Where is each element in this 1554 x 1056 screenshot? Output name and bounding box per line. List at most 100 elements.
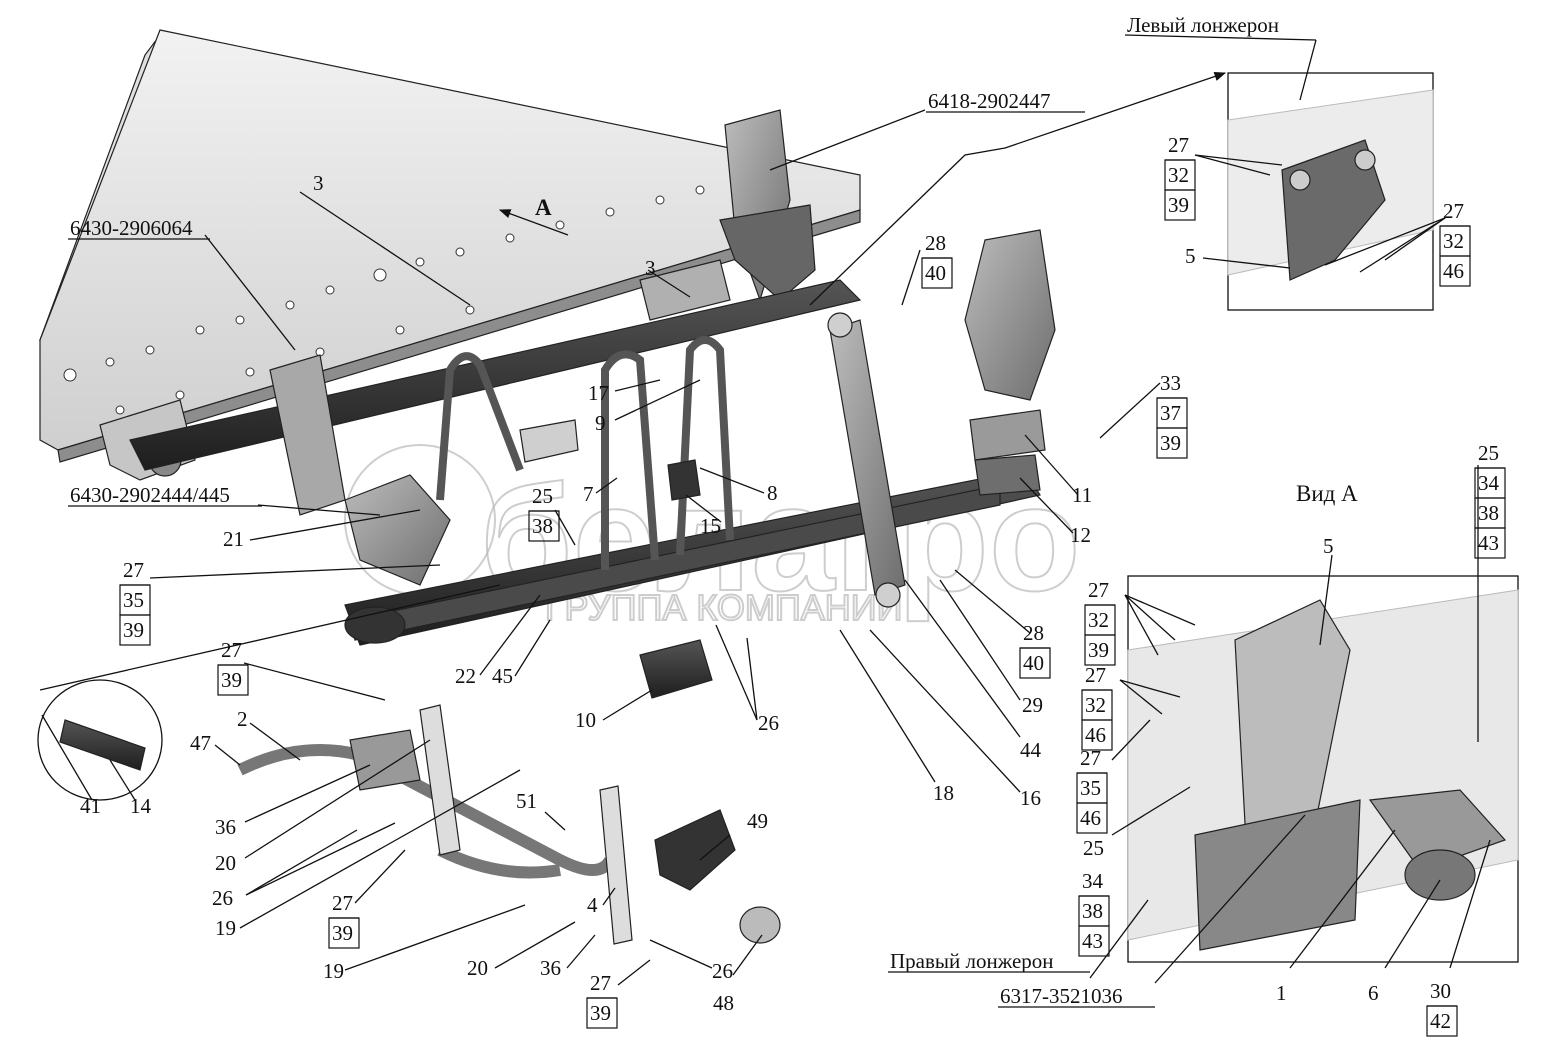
callout-14: 14 xyxy=(130,794,152,818)
callout-2: 2 xyxy=(237,707,248,731)
callout-26: 26 xyxy=(212,886,233,910)
rear-hanger-exploded xyxy=(964,229,1056,496)
callout-18: 18 xyxy=(933,781,954,805)
callout-26: 26 xyxy=(758,711,779,735)
callout-16: 16 xyxy=(1020,786,1041,810)
callout-stack-number: 35 xyxy=(1080,776,1101,800)
callout-stack-number: 32 xyxy=(1088,608,1109,632)
callout-20: 20 xyxy=(467,956,488,980)
callout-21: 21 xyxy=(223,527,244,551)
callout-stack-box xyxy=(1076,802,1108,834)
leader-lines xyxy=(39,34,1491,986)
rear-bracket xyxy=(719,109,816,302)
callout-stack-box xyxy=(528,510,560,542)
callout-stack-box xyxy=(1081,719,1113,751)
callout-9: 9 xyxy=(595,411,606,435)
axle-stop-block xyxy=(639,459,713,699)
callout-19: 19 xyxy=(215,916,236,940)
callout-5: 5 xyxy=(1323,534,1334,558)
callout-stack-number: 25 xyxy=(1478,441,1499,465)
callout-25: 25 xyxy=(1083,836,1104,860)
labels: Левый лонжерон Вид А Правый лонжерон 641… xyxy=(68,13,1358,1008)
callout-8: 8 xyxy=(767,481,778,505)
callout-stack-number: 38 xyxy=(1478,501,1499,525)
callout-26: 26 xyxy=(712,959,733,983)
callout-stack-box xyxy=(1439,255,1471,287)
callout-7: 7 xyxy=(583,482,594,506)
callout-stack-box xyxy=(1019,647,1051,679)
callout-stack-number: 43 xyxy=(1478,531,1499,555)
callout-stacks: 2840284033373925382735392739273927392732… xyxy=(119,133,1506,1037)
part-number-6317: 6317-3521036 xyxy=(1000,984,1123,1008)
view-arrow-a-label: A xyxy=(535,195,552,220)
callout-36: 36 xyxy=(540,956,561,980)
frame-rail xyxy=(39,29,861,463)
callout-stack-number: 27 xyxy=(1168,133,1189,157)
callout-stack-number: 43 xyxy=(1082,929,1103,953)
callout-51: 51 xyxy=(516,789,537,813)
callout-stack-number: 39 xyxy=(1088,638,1109,662)
callout-stack-number: 39 xyxy=(1160,431,1181,455)
callout-stack: 33 37 39 xyxy=(1156,371,1188,459)
callout-47: 47 xyxy=(190,731,211,755)
right-spar-title: Правый лонжерон xyxy=(890,949,1054,973)
callout-stack-box xyxy=(586,997,618,1029)
callout-stack-number: 38 xyxy=(1082,899,1103,923)
frame-rail-lower-flange xyxy=(57,209,861,463)
pin-14 xyxy=(37,679,163,801)
callout-stack-number: 30 xyxy=(1430,979,1451,1003)
shock-absorber xyxy=(827,312,906,608)
stabilizer-bar xyxy=(237,704,781,945)
callout-stack-number: 27 xyxy=(123,558,144,582)
callout-48: 48 xyxy=(713,991,734,1015)
callout-stack-number: 27 xyxy=(1088,578,1109,602)
callout-stack-number: 33 xyxy=(1160,371,1181,395)
callout-stack: 34 38 43 xyxy=(1078,869,1110,957)
callout-17: 17 xyxy=(588,381,609,405)
callout-stack-number: 34 xyxy=(1478,471,1500,495)
callout-stack-number: 40 xyxy=(925,261,946,285)
callout-stack-number: 32 xyxy=(1168,163,1189,187)
inset-left-spar xyxy=(1227,72,1434,311)
callout-stack-number: 28 xyxy=(1023,621,1044,645)
spring-pad xyxy=(519,259,731,463)
callout-stack-box xyxy=(1474,527,1506,559)
callout-11: 11 xyxy=(1072,483,1092,507)
callout-stack: 25 34 38 43 xyxy=(1474,441,1506,559)
view-arrow-a: A xyxy=(498,195,569,236)
callout-stack-number: 28 xyxy=(925,231,946,255)
callout-stack-number: 32 xyxy=(1443,229,1464,253)
part-number-6430-2902444: 6430-2902444/445 xyxy=(70,483,230,507)
callout-49: 49 xyxy=(747,809,768,833)
callout-stack-number: 39 xyxy=(590,1001,611,1025)
watermark-subtitle: ГРУППА КОМПАНИЙ xyxy=(545,586,903,628)
callout-22: 22 xyxy=(455,664,476,688)
callout-41: 41 xyxy=(80,794,101,818)
callout-stack-number: 46 xyxy=(1080,806,1101,830)
callout-stack-number: 27 xyxy=(1443,199,1464,223)
callout-15: 15 xyxy=(700,514,721,538)
callout-4: 4 xyxy=(587,893,598,917)
callout-stack-number: 27 xyxy=(590,971,611,995)
callout-stack-box xyxy=(1426,1005,1458,1037)
callout-6: 6 xyxy=(1368,981,1379,1005)
callout-44: 44 xyxy=(1020,738,1042,762)
callout-1: 1 xyxy=(1276,981,1287,1005)
callout-stack-number: 46 xyxy=(1085,723,1106,747)
callout-stack-box xyxy=(1156,427,1188,459)
callout-stack-number: 34 xyxy=(1082,869,1104,893)
callout-stack-number: 37 xyxy=(1160,401,1181,425)
callout-stack-number: 27 xyxy=(332,891,353,915)
callout-stack-number: 27 xyxy=(1085,663,1106,687)
part-number-6430-2906064: 6430-2906064 xyxy=(70,216,193,240)
callout-stack-number: 39 xyxy=(221,668,242,692)
callout-10: 10 xyxy=(575,708,596,732)
